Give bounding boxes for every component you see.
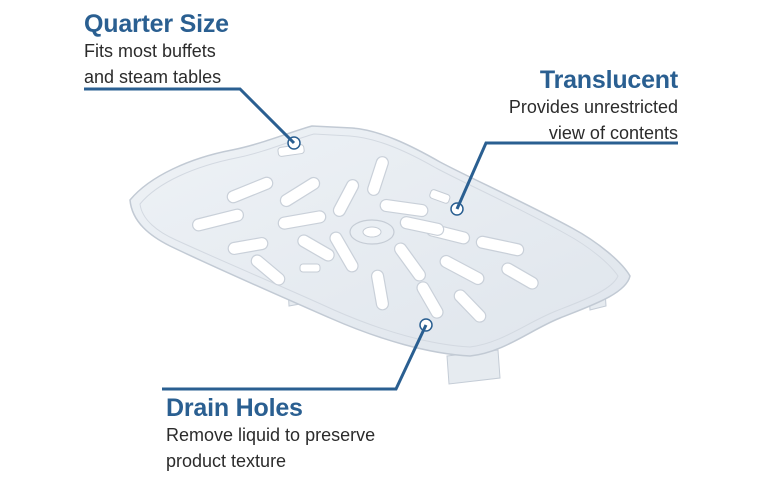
callout-title: Drain Holes bbox=[166, 394, 303, 422]
leader-lines bbox=[84, 87, 678, 391]
callout-translucent: Translucent Provides unrestricted view o… bbox=[509, 66, 678, 146]
callout-drain-holes: Drain Holes Remove liquid to preserve pr… bbox=[166, 394, 375, 474]
callout-quarter-size: Quarter Size Fits most buffets and steam… bbox=[84, 10, 229, 90]
center-hub bbox=[349, 219, 395, 245]
callout-title: Translucent bbox=[539, 66, 678, 94]
description-line: product texture bbox=[166, 451, 287, 471]
callout-title: Quarter Size bbox=[84, 10, 229, 38]
description-line: view of contents bbox=[548, 123, 678, 143]
description-line: and steam tables bbox=[84, 67, 222, 87]
description-line: Remove liquid to preserve bbox=[166, 425, 376, 445]
description-line: Fits most buffets bbox=[84, 41, 216, 61]
callout-description: Remove liquid to preserve product textur… bbox=[166, 422, 375, 474]
callout-description: Provides unrestricted view of contents bbox=[509, 94, 678, 146]
description-line: Provides unrestricted bbox=[508, 97, 678, 117]
callout-description: Fits most buffets and steam tables bbox=[84, 38, 229, 90]
drain-holes bbox=[191, 156, 539, 323]
